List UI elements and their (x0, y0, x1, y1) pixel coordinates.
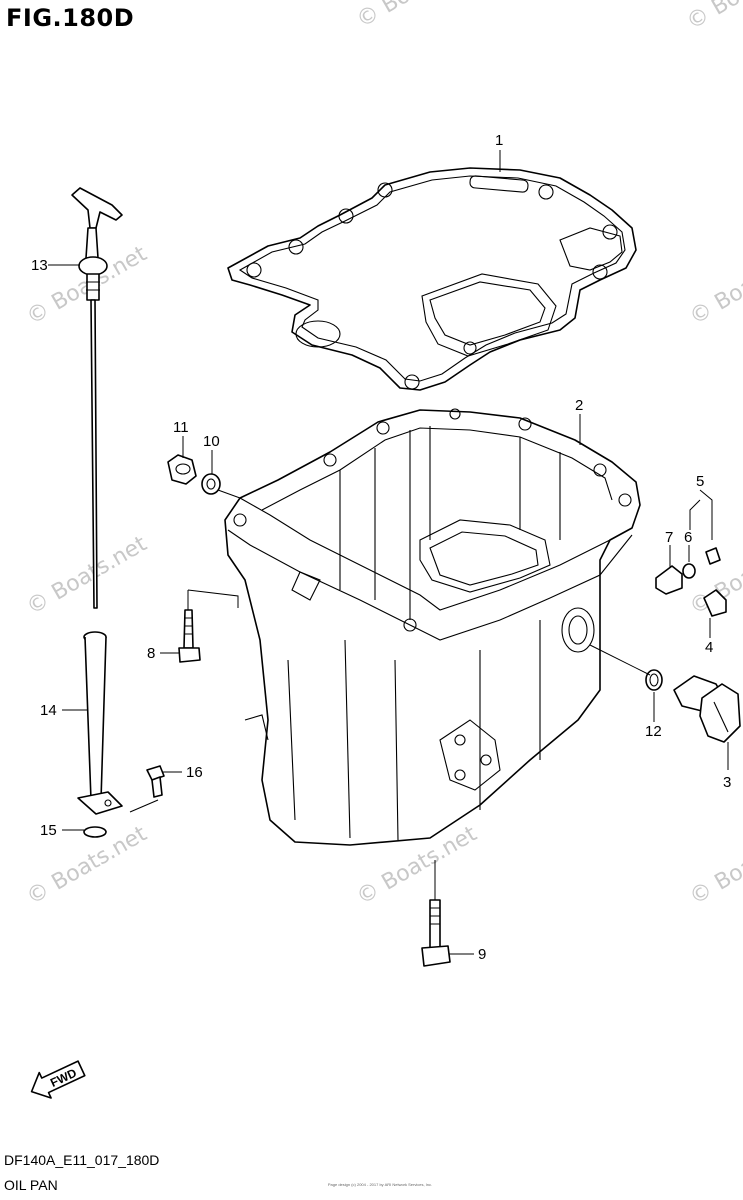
figure-caption: OIL PAN (4, 1177, 58, 1193)
dipstick-drawing (71, 187, 123, 609)
gasket-drawing (227, 167, 637, 391)
callout-10: 10 (203, 433, 220, 450)
bolt-8-drawing (178, 609, 201, 663)
watermark: © Boats.net (23, 531, 152, 620)
callout-16: 16 (186, 764, 203, 781)
watermark: © Boats.net (683, 0, 743, 35)
figure-code: DF140A_E11_017_180D (4, 1152, 160, 1168)
figure-title: FIG.180D (6, 4, 135, 32)
fwd-arrow: FWD (30, 1060, 86, 1099)
watermark: © Boats.net (686, 821, 743, 910)
watermark: © Boats.net (686, 241, 743, 330)
callout-1: 1 (495, 132, 503, 149)
callout-8: 8 (147, 645, 155, 662)
callout-12: 12 (645, 723, 662, 740)
callout-14: 14 (40, 702, 57, 719)
dipstick-guide-drawing (77, 631, 123, 838)
callout-6: 6 (684, 529, 692, 546)
plug-group-drawing (655, 547, 727, 617)
copyright-notice: Page design (c) 2004 - 2017 by ARI Netwo… (327, 1182, 433, 1187)
callout-5: 5 (696, 473, 704, 490)
callout-11: 11 (173, 419, 189, 436)
callout-9: 9 (478, 946, 486, 963)
callout-4: 4 (705, 639, 713, 656)
callout-7: 7 (665, 529, 673, 546)
callout-3: 3 (723, 774, 731, 791)
callout-15: 15 (40, 822, 57, 839)
callout-labels: 1 2 3 4 5 6 7 8 9 10 11 12 13 14 15 16 (31, 132, 731, 963)
bolt-9-drawing (421, 899, 451, 967)
watermark: © Boats.net (353, 0, 482, 33)
callout-13: 13 (31, 257, 48, 274)
leader-lines (48, 150, 729, 955)
callout-2: 2 (575, 397, 583, 414)
oil-pan-drawing (224, 408, 641, 846)
plug-washer-drawing (167, 454, 221, 495)
bolt-16-drawing (146, 765, 165, 798)
